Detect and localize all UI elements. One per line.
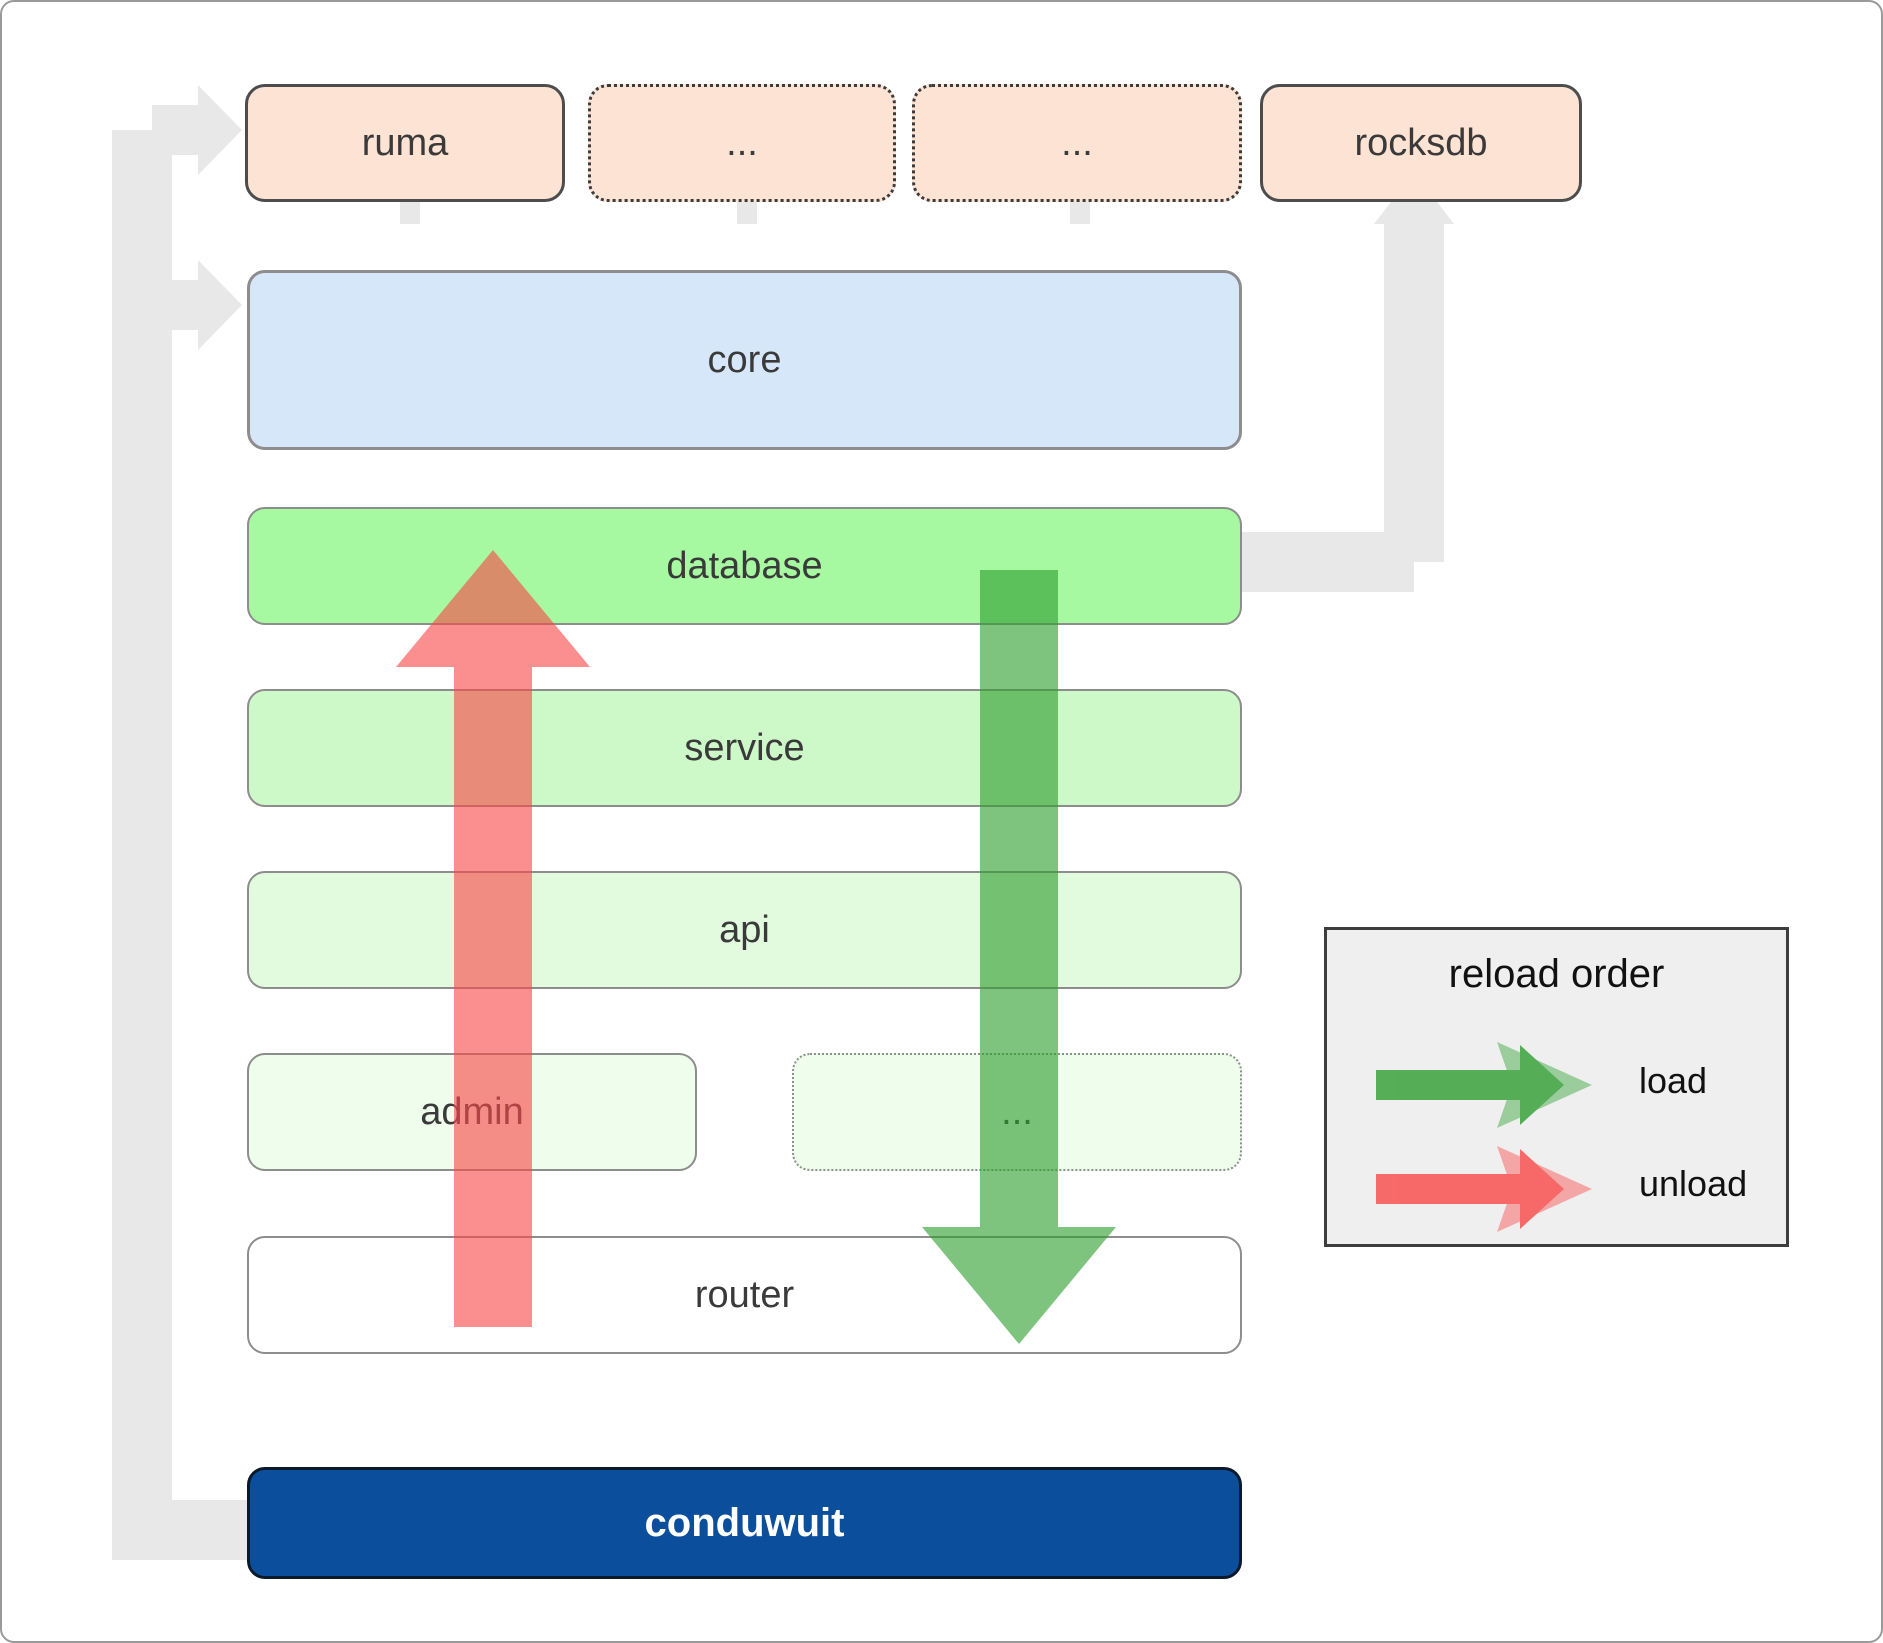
crate-box-admin[interactable]: admin xyxy=(247,1053,697,1171)
dependency-label: ... xyxy=(1061,121,1093,164)
crate-label: database xyxy=(666,544,823,587)
legend-label-load: load xyxy=(1639,1060,1708,1101)
crate-label: api xyxy=(719,908,770,951)
legend-label-unload: unload xyxy=(1639,1163,1748,1204)
dependency-box-ruma[interactable]: ruma xyxy=(245,84,565,202)
crate-label: service xyxy=(684,726,805,769)
legend-title: reload order xyxy=(1448,952,1665,996)
crate-label: core xyxy=(707,338,782,381)
connector-rocksdb-riser xyxy=(1384,224,1444,562)
legend-panel: reload order load unload xyxy=(1324,927,1789,1247)
crate-box-core[interactable]: core xyxy=(247,270,1242,450)
crate-box-ellipsis[interactable]: ... xyxy=(792,1053,1242,1171)
connector-database-to-rocksdb xyxy=(1242,532,1414,592)
dependency-label: ... xyxy=(726,121,758,164)
crate-box-router[interactable]: router xyxy=(247,1236,1242,1354)
crate-label: ... xyxy=(1001,1090,1033,1133)
dependency-label: ruma xyxy=(361,121,449,164)
connector-left-to-binary xyxy=(112,1500,252,1560)
connector-left-spine xyxy=(112,130,172,1530)
crate-box-service[interactable]: service xyxy=(247,689,1242,807)
crate-label: admin xyxy=(420,1090,524,1133)
connector-arrow-to-core xyxy=(152,260,242,350)
crate-label: router xyxy=(694,1273,795,1316)
binary-label: conduwuit xyxy=(644,1500,845,1545)
binary-box-conduwuit[interactable]: conduwuit xyxy=(247,1467,1242,1579)
crate-box-api[interactable]: api xyxy=(247,871,1242,989)
dependency-label: rocksdb xyxy=(1354,121,1488,164)
dependency-box-rocksdb[interactable]: rocksdb xyxy=(1260,84,1582,202)
dependency-box-ellipsis-2[interactable]: ... xyxy=(912,84,1242,202)
dependency-box-ellipsis-1[interactable]: ... xyxy=(588,84,896,202)
crate-box-database[interactable]: database xyxy=(247,507,1242,625)
connector-arrow-to-ruma xyxy=(152,85,242,175)
